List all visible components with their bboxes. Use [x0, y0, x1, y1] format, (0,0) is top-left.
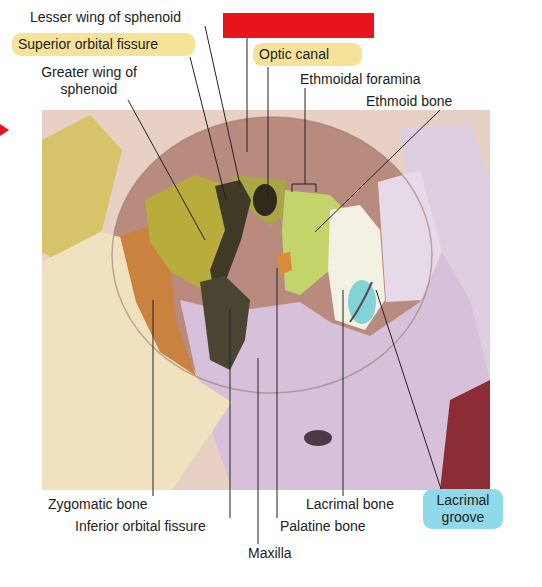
highlighted-label: Optic canal [253, 43, 362, 66]
bone-label: Maxilla [248, 545, 308, 562]
bone-label: Optic canal [259, 46, 356, 63]
bone-label: Ethmoidal foramina [300, 71, 445, 88]
bone-label: Lacrimal groove [429, 492, 497, 526]
bone-label: Palatine bone [280, 518, 380, 535]
bone-label: Ethmoid bone [366, 93, 501, 110]
highlighted-label: Lacrimal groove [423, 489, 503, 529]
redaction-box [223, 13, 374, 38]
highlighted-label: Superior orbital fissure [12, 33, 195, 56]
bone-label: Zygomatic bone [48, 496, 163, 513]
bone-label: Lesser wing of sphenoid [30, 9, 215, 26]
bone-label: Greater wing of sphenoid [34, 64, 144, 98]
bone-label: Superior orbital fissure [18, 36, 189, 53]
bone-label: Inferior orbital fissure [75, 518, 235, 535]
pointer-arrow [0, 124, 9, 136]
bone-label: Lacrimal bone [306, 496, 416, 513]
